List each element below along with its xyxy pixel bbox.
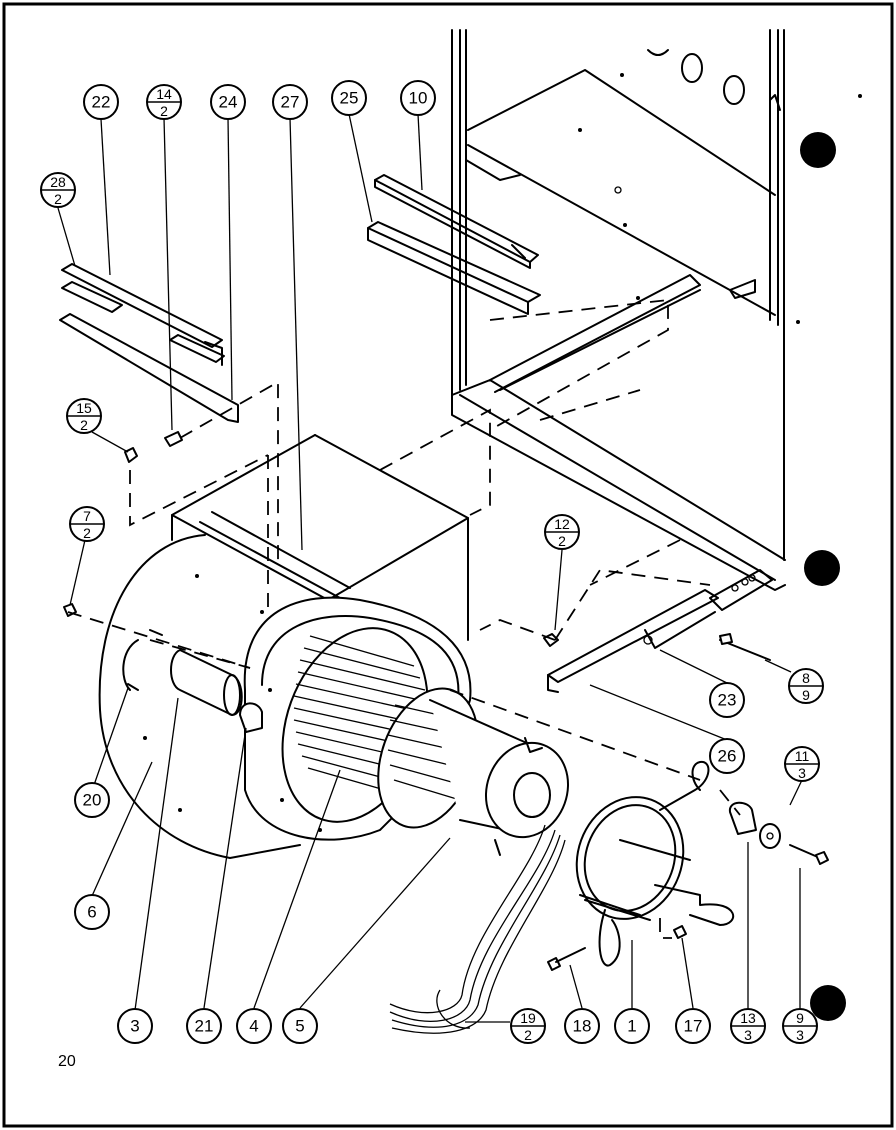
registration-mark bbox=[804, 550, 840, 586]
callout-18-text: 18 bbox=[573, 1017, 592, 1036]
callout-24: 24 bbox=[210, 84, 246, 120]
callout-12-num: 12 bbox=[554, 516, 570, 532]
bracket-10-25 bbox=[367, 174, 541, 315]
callout-5-text: 5 bbox=[295, 1017, 304, 1036]
callout-4: 4 bbox=[236, 1008, 272, 1044]
callout-8-9: 8 9 bbox=[788, 668, 824, 704]
callout-15-num: 15 bbox=[76, 400, 92, 416]
callout-7-den: 2 bbox=[83, 525, 91, 541]
callout-13-num: 13 bbox=[740, 1010, 756, 1026]
callout-17-text: 17 bbox=[684, 1017, 703, 1036]
callout-8-den: 9 bbox=[802, 687, 810, 703]
callout-13-den: 3 bbox=[744, 1027, 752, 1043]
page-number: 20 bbox=[58, 1053, 76, 1070]
callout-10-text: 10 bbox=[409, 89, 428, 108]
callout-27-text: 27 bbox=[281, 93, 300, 112]
callout-22: 22 bbox=[83, 84, 119, 120]
leader-lines bbox=[57, 113, 803, 1023]
callout-19-num: 19 bbox=[520, 1010, 536, 1026]
callout-14-num: 14 bbox=[156, 86, 172, 102]
callout-7-num: 7 bbox=[83, 508, 91, 524]
callout-17: 17 bbox=[675, 1008, 711, 1044]
callout-28-den: 2 bbox=[54, 191, 62, 207]
callout-6: 6 bbox=[74, 894, 110, 930]
callout-20-text: 20 bbox=[83, 791, 102, 810]
callout-6-text: 6 bbox=[87, 903, 96, 922]
callout-15-den: 2 bbox=[80, 417, 88, 433]
callout-23: 23 bbox=[709, 682, 745, 718]
callout-5: 5 bbox=[282, 1008, 318, 1044]
callout-12-2: 12 2 bbox=[544, 514, 580, 550]
callout-21-text: 21 bbox=[195, 1017, 214, 1036]
callout-18: 18 bbox=[564, 1008, 600, 1044]
callout-26: 26 bbox=[709, 738, 745, 774]
callout-19-den: 2 bbox=[524, 1027, 532, 1043]
callout-11-num: 11 bbox=[795, 748, 810, 764]
callout-25: 25 bbox=[331, 80, 367, 116]
callout-28-2: 28 2 bbox=[40, 172, 76, 208]
callout-15-2: 15 2 bbox=[66, 398, 102, 434]
callout-11-den: 3 bbox=[798, 765, 806, 781]
callout-12-den: 2 bbox=[558, 533, 566, 549]
callout-9-den: 3 bbox=[796, 1027, 804, 1043]
callout-14-den: 2 bbox=[160, 103, 168, 119]
callout-9-num: 9 bbox=[796, 1010, 804, 1026]
motor bbox=[377, 687, 570, 856]
callout-20: 20 bbox=[74, 782, 110, 818]
callout-24-text: 24 bbox=[219, 93, 238, 112]
registration-mark bbox=[800, 132, 836, 168]
capacitor bbox=[122, 629, 263, 733]
hardware bbox=[63, 431, 829, 971]
registration-mark bbox=[810, 985, 846, 1021]
callout-21: 21 bbox=[186, 1008, 222, 1044]
callout-13-3: 13 3 bbox=[730, 1008, 766, 1044]
callout-11-3: 11 3 bbox=[784, 746, 820, 782]
callout-27: 27 bbox=[272, 84, 308, 120]
callout-3: 3 bbox=[117, 1008, 153, 1044]
motor-wires bbox=[389, 824, 566, 1034]
callout-23-text: 23 bbox=[718, 691, 737, 710]
callout-25-text: 25 bbox=[340, 89, 359, 108]
callout-22-text: 22 bbox=[92, 93, 111, 112]
cabinet bbox=[451, 29, 862, 591]
callout-1: 1 bbox=[614, 1008, 650, 1044]
callout-28-num: 28 bbox=[50, 174, 66, 190]
callout-19-2: 19 2 bbox=[510, 1008, 546, 1044]
callout-14-2: 14 2 bbox=[146, 84, 182, 120]
callout-9-3: 9 3 bbox=[782, 1008, 818, 1044]
callout-26-text: 26 bbox=[718, 747, 737, 766]
motor-mount bbox=[575, 760, 735, 967]
callout-7-2: 7 2 bbox=[69, 506, 105, 542]
callout-8-num: 8 bbox=[802, 670, 810, 686]
assembly-dashed-lines bbox=[67, 298, 741, 939]
callout-10: 10 bbox=[400, 80, 436, 116]
callout-3-text: 3 bbox=[130, 1017, 139, 1036]
bracket-23-26 bbox=[547, 569, 773, 693]
callout-4-text: 4 bbox=[249, 1017, 258, 1036]
callout-1-text: 1 bbox=[627, 1017, 636, 1036]
bracket-22-24-28 bbox=[59, 263, 239, 423]
